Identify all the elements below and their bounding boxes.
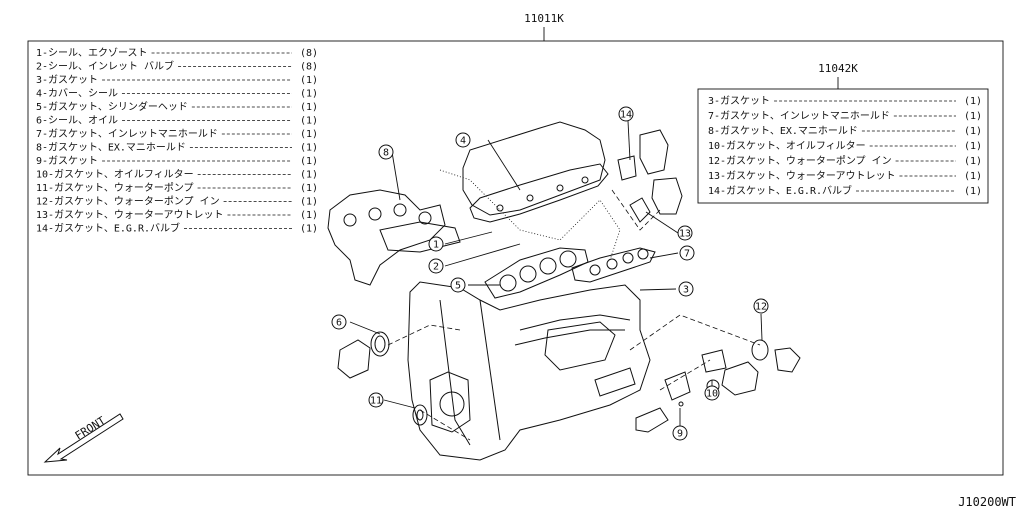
callout-number: 6 [336,318,342,329]
sub-list-qty: (1) [964,141,982,152]
sub-list-qty: (1) [964,126,982,137]
main-list-item: 5-ガスケット、シリンダーヘッド [36,100,188,113]
callout-circle [677,225,693,241]
main-list-qty: (1) [300,183,318,194]
main-list-qty: (1) [300,116,318,127]
sub-list-qty: (1) [964,111,982,122]
drawing-number: J10200WT [958,495,1016,509]
main-list-qty: (1) [300,102,318,113]
callout-number: 3 [683,285,689,296]
callout-circle [428,258,444,274]
callout-number: 7 [684,249,690,260]
main-list-qty: (8) [300,48,318,59]
main-list-item: 13-ガスケット、ウォーターアウトレット [36,209,223,221]
main-kit-frame [27,40,1004,476]
sub-list-item: 7-ガスケット、インレットマニホールド [708,110,890,122]
callout-circle [450,277,466,293]
sub-list-item: 3-ガスケット [708,95,770,107]
main-list-item: 14-ガスケット、E.G.R.バルブ [36,222,180,235]
main-list-qty: (1) [300,156,318,167]
main-list-qty: (1) [300,75,318,86]
callout-circle [428,236,444,252]
main-list-qty: (1) [300,143,318,154]
main-kit-code: 11011K [524,12,564,25]
callout-number: 5 [455,281,461,292]
callout-number: 2 [433,262,439,273]
sub-parts-list: 3-ガスケット (1) 7-ガスケット、インレットマニホールド (1) 8-ガスケット、… [708,95,982,197]
main-list-item: 2-シール、インレット バルブ [36,60,174,73]
callout-circle [704,385,720,401]
callout-number: 1 [433,240,439,251]
sub-list-item: 14-ガスケット、E.G.R.バルブ [708,184,852,197]
main-list-item: 7-ガスケット、インレットマニホールド [36,128,218,140]
sub-list-item: 8-ガスケット、EX.マニホールド [708,125,858,137]
callout-circle [753,298,769,314]
sub-list-item: 10-ガスケット、オイルフィルター [708,140,866,152]
callout-number: 13 [679,229,691,240]
callout-circle [678,281,694,297]
main-list-item: 8-ガスケット、EX.マニホールド [36,142,186,154]
main-list-qty: (8) [300,62,318,73]
callout-circle [455,132,471,148]
sub-list-qty: (1) [964,96,982,107]
callout-circle [679,245,695,261]
sub-list-item: 12-ガスケット、ウォーターポンプ イン [708,155,892,167]
sub-kit-frame [697,88,989,204]
main-list-item: 6-シール、オイル [36,115,118,127]
callout-number: 14 [620,110,632,121]
main-list-qty: (1) [300,210,318,221]
callout-number: 12 [755,302,767,313]
main-list-item: 12-ガスケット、ウォーターポンプ イン [36,196,220,208]
sub-list-qty: (1) [964,171,982,182]
main-list-qty: (1) [300,197,318,208]
main-list-qty: (1) [300,89,318,100]
engine-illustration [327,120,801,461]
callout-circle [672,425,688,441]
callout-number: 11 [370,396,382,407]
main-list-qty: (1) [300,224,318,235]
main-list-item: 11-ガスケット、ウォーターポンプ [36,182,194,194]
sub-kit-code: 11042K [818,62,858,75]
callout-number: 8 [383,148,389,159]
sub-list-qty: (1) [964,186,982,197]
sub-list-qty: (1) [964,156,982,167]
main-list-item: 1-シール、エクゾースト [36,47,148,59]
main-list-item: 3-ガスケット [36,74,98,86]
callout-circle [618,106,634,122]
callout-number: 4 [460,136,466,147]
front-arrow-icon [43,413,124,463]
main-list-item: 9-ガスケット [36,155,98,167]
callout-circle [368,392,384,408]
callout-number: 9 [677,429,683,440]
sub-list-item: 13-ガスケット、ウォーターアウトレット [708,170,895,182]
front-label: FRONT [73,414,108,443]
main-list-qty: (1) [300,170,318,181]
main-list-item: 10-ガスケット、オイルフィルター [36,169,194,181]
main-list-qty: (1) [300,129,318,140]
main-parts-list: 1-シール、エクゾースト (8) 2-シール、インレット バルブ (8) 3-ガスケット… [36,47,318,235]
callout-number: 10 [706,389,718,400]
callout-circle [378,144,394,160]
main-list-item: 4-カバー、シール [36,88,118,100]
callout-circle [331,314,347,330]
